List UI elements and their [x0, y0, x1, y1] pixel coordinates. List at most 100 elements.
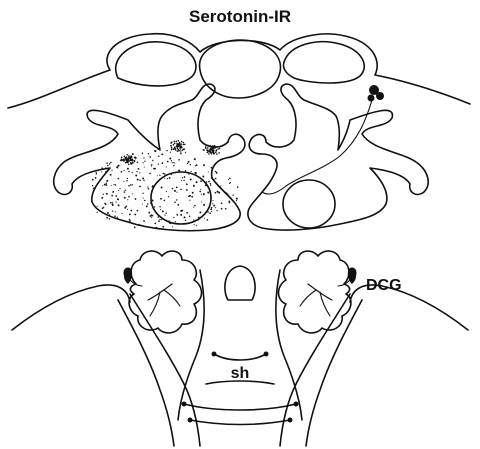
stipple-dot [209, 212, 211, 214]
stipple-dot [134, 214, 136, 216]
stipple-dot [216, 173, 217, 174]
right-glomerular-lobe [279, 251, 351, 333]
stipple-dot [167, 161, 169, 163]
stipple-dot [191, 171, 192, 172]
stipple-dot [110, 202, 112, 204]
stipple-dot [110, 162, 112, 164]
stipple-dot [194, 224, 195, 225]
stipple-dot [213, 145, 215, 147]
stipple-dot [158, 220, 160, 222]
stipple-dot [103, 169, 104, 170]
stipple-dot [152, 160, 153, 161]
stipple-dot [118, 178, 120, 180]
stipple-dot [173, 165, 174, 166]
stipple-dot [105, 203, 107, 205]
stipple-dot [111, 170, 112, 171]
stipple-dot [180, 189, 182, 191]
stipple-dot [164, 178, 165, 179]
stipple-dot [134, 157, 136, 159]
stipple-dot [203, 164, 205, 166]
stipple-dot [178, 159, 180, 161]
stipple-dot [106, 163, 107, 164]
stipple-dot [194, 205, 195, 206]
stipple-dot [103, 194, 104, 195]
stipple-dot [208, 153, 210, 155]
stipple-dot [200, 180, 202, 182]
stipple-dot [172, 226, 173, 227]
stipple-dot [236, 200, 237, 201]
stipple-dot [178, 170, 180, 172]
stipple-dot [152, 189, 153, 190]
stipple-dot [162, 226, 164, 228]
stipple-dot [164, 173, 166, 175]
stipple-dot [201, 194, 202, 195]
stipple-dot [129, 220, 131, 222]
stipple-dot [203, 149, 205, 151]
stipple-dot [183, 149, 185, 151]
stipple-dot [207, 145, 209, 147]
commissure-3-end-right [294, 402, 299, 407]
stipple-dot [174, 201, 176, 203]
stipple-dot [151, 164, 153, 166]
commissure-3 [184, 404, 296, 410]
stipple-dot [152, 185, 154, 187]
stipple-dot [130, 158, 132, 160]
stipple-dot [169, 158, 171, 160]
stipple-dot [208, 171, 209, 172]
stipple-dot [184, 216, 186, 218]
stipple-dot [150, 202, 152, 204]
stipple-dot [128, 171, 129, 172]
stipple-dot [158, 164, 159, 165]
brain-outer-outline [8, 34, 470, 108]
stipple-dot [178, 145, 180, 147]
stipple-dot [174, 141, 176, 143]
stipple-dot [101, 171, 102, 172]
stipple-dot [137, 210, 139, 212]
stipple-dot [123, 158, 125, 160]
stipple-dot [212, 200, 213, 201]
stipple-dot [156, 227, 158, 229]
stipple-dot [176, 143, 178, 145]
stipple-dot [159, 219, 160, 220]
stipple-dot [225, 208, 227, 210]
stipple-dot [121, 213, 122, 214]
stipple-dot [218, 192, 220, 194]
stipple-dot [189, 216, 190, 217]
left-mushroom-body [54, 84, 245, 231]
stipple-dot [220, 186, 221, 187]
stipple-dot [160, 198, 162, 200]
stipple-dot [215, 178, 217, 180]
stipple-dot [138, 168, 140, 170]
stipple-dot [205, 147, 207, 149]
stipple-dot [174, 143, 176, 145]
stipple-dot [212, 148, 214, 150]
stipple-dot [166, 212, 167, 213]
stipple-dot [161, 219, 162, 220]
stipple-dot [127, 162, 129, 164]
stipple-dot [211, 198, 212, 199]
commissure-1-end-left [212, 352, 217, 357]
stipple-dot [183, 142, 185, 144]
stipple-dot [188, 173, 189, 174]
stipple-dot [157, 175, 158, 176]
stipple-dot [158, 156, 159, 157]
stipple-dot [185, 220, 186, 221]
stipple-dot [211, 153, 213, 155]
stipple-dot [143, 197, 144, 198]
stipple-dot [236, 198, 238, 200]
stipple-dot [229, 177, 231, 179]
stipple-dot [162, 154, 164, 156]
stipple-dot [142, 153, 144, 155]
stipple-dot [115, 184, 116, 185]
stipple-dot [171, 162, 172, 163]
stipple-dot [124, 207, 126, 209]
stipple-dot [128, 185, 130, 187]
stipple-dot [217, 148, 219, 150]
stipple-dot [215, 207, 216, 208]
stipple-dot [227, 193, 228, 194]
stipple-dot [143, 157, 144, 158]
stipple-dot [124, 156, 126, 158]
stipple-dot [178, 140, 180, 142]
stipple-dot [206, 181, 208, 183]
stipple-dot [99, 210, 101, 212]
